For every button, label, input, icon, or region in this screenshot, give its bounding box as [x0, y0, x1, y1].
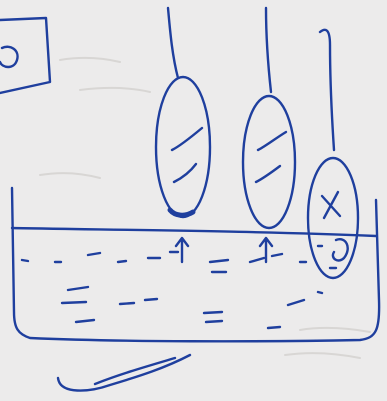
bottom-scribble [58, 355, 190, 391]
water-dash [272, 254, 282, 256]
water-dash [250, 258, 264, 262]
water-dash [206, 321, 222, 322]
bag-3-cross-mark [322, 192, 340, 218]
bag-2 [243, 8, 295, 262]
bag-2-string [266, 8, 271, 92]
water-dash [145, 299, 157, 300]
bag-3-inner-mark [333, 239, 348, 260]
bag-1-check-mark [172, 128, 202, 150]
water-dash [76, 320, 94, 322]
corner-box [0, 18, 50, 93]
water-dash [68, 287, 88, 290]
buoyancy-arrow-1 [176, 238, 188, 262]
corner-box-circle [0, 47, 18, 67]
bag-2-check-mark [258, 132, 286, 150]
scribble-stroke [95, 358, 175, 384]
water-dash [204, 312, 222, 313]
bag-1 [156, 8, 210, 262]
water-dash [288, 300, 304, 305]
bag-2-outline [243, 96, 295, 228]
bag-1-outline [156, 77, 210, 217]
water-dash [318, 292, 322, 293]
water-dash [120, 303, 134, 304]
water-dash [88, 253, 100, 255]
bag-2-check-mark [256, 166, 280, 182]
bag-3 [308, 30, 358, 278]
water-surface-line [12, 228, 376, 236]
water-dashes [22, 252, 322, 328]
water-dash [118, 261, 126, 262]
ink-drawing [0, 8, 379, 391]
water-dash [210, 260, 228, 262]
bag-1-bottom-blot [170, 210, 193, 215]
water-dash [22, 260, 28, 261]
bag-1-check-mark [174, 164, 196, 182]
water-dash [268, 327, 280, 328]
water-dash [62, 302, 86, 303]
bag-3-outline [308, 158, 358, 278]
corner-box-outline [0, 18, 50, 93]
bag-1-string [168, 8, 178, 78]
bag-3-string [320, 30, 334, 150]
